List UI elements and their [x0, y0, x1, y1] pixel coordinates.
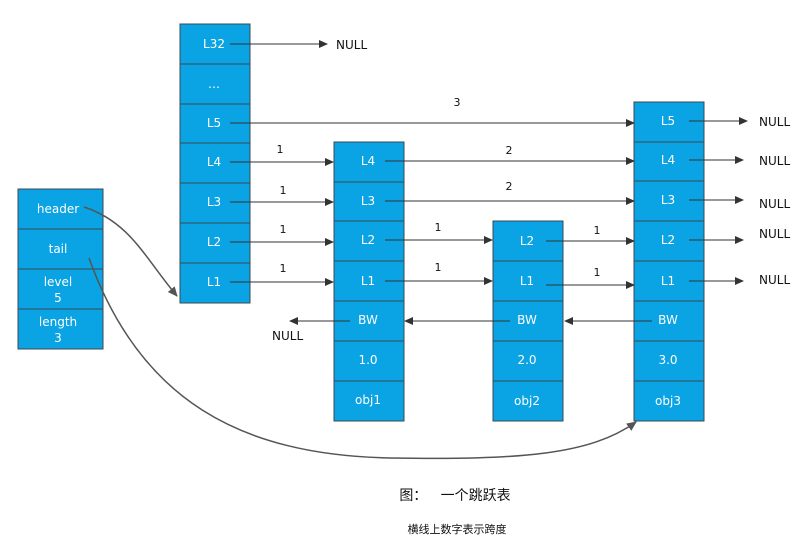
null-label-backward: NULL	[272, 329, 303, 343]
head-level-L1: L1	[207, 275, 221, 289]
null-label-L2: NULL	[759, 227, 790, 241]
n3-level-L4: L4	[661, 153, 675, 167]
span-n2-L2: 1	[594, 224, 601, 237]
head-level-L32: L32	[203, 37, 225, 51]
span-head-L2: 1	[280, 223, 287, 236]
n1-level-L4: L4	[361, 154, 375, 168]
span-head-L4: 1	[277, 143, 284, 156]
header-to-head-curve	[83, 206, 178, 297]
n3-level-L3: L3	[661, 193, 675, 207]
n1-obj: obj1	[355, 393, 381, 407]
tail-to-last-curve	[88, 257, 637, 460]
n3-level-L5: L5	[661, 114, 675, 128]
n3-level-L1: L1	[661, 274, 675, 288]
null-label-L5: NULL	[759, 115, 790, 129]
header-node: header tail level 5 length 3	[17, 188, 104, 350]
head-level-L4: L4	[207, 155, 221, 169]
span-n1-L3: 2	[506, 180, 513, 193]
n1-level-L3: L3	[361, 194, 375, 208]
head-node: L32 … L5 L4 L3 L2 L1	[179, 23, 251, 304]
head-level-L5: L5	[207, 116, 221, 130]
null-label-L32: NULL	[336, 38, 367, 52]
diagram-note: 横线上数字表示跨度	[408, 522, 507, 536]
null-label-L4: NULL	[759, 154, 790, 168]
span-head-L5: 3	[454, 96, 461, 109]
level-field-value: 5	[54, 291, 62, 305]
diagram-title: 图： 一个跳跃表	[399, 488, 510, 504]
n2-obj: obj2	[514, 394, 540, 408]
head-level-L2: L2	[207, 235, 221, 249]
tail-field-label: tail	[49, 242, 68, 256]
span-labels: 3 1 1 1 1 2 2 1 1 1 1	[277, 96, 601, 279]
n1-level-L1: L1	[361, 274, 375, 288]
span-n1-L4: 2	[506, 144, 513, 157]
span-n1-L2: 1	[435, 221, 442, 234]
null-label-L1: NULL	[759, 273, 790, 287]
node-obj2: L2 L1 BW 2.0 obj2	[492, 220, 564, 422]
n3-score: 3.0	[658, 353, 677, 367]
node-obj3: L5 L4 L3 L2 L1 BW 3.0 obj3	[633, 101, 705, 422]
header-field-label: header	[37, 202, 79, 216]
level-field-label: level	[44, 275, 73, 289]
n2-level-L1: L1	[520, 274, 534, 288]
span-n1-L1: 1	[435, 261, 442, 274]
n2-level-L2: L2	[520, 234, 534, 248]
n1-backward: BW	[358, 313, 378, 327]
null-labels: NULL NULL NULL NULL NULL NULL NULL	[272, 38, 790, 343]
n3-obj: obj3	[655, 394, 681, 408]
null-label-L3: NULL	[759, 197, 790, 211]
length-field-value: 3	[54, 331, 62, 345]
length-field-label: length	[39, 315, 77, 329]
n3-level-L2: L2	[661, 233, 675, 247]
node-obj1: L4 L3 L2 L1 BW 1.0 obj1	[333, 141, 405, 422]
n3-backward: BW	[658, 313, 678, 327]
span-head-L3: 1	[280, 184, 287, 197]
head-level-ellipsis: …	[208, 77, 220, 91]
head-level-L3: L3	[207, 195, 221, 209]
n1-score: 1.0	[358, 353, 377, 367]
forward-pointers	[230, 40, 748, 289]
n2-score: 2.0	[517, 353, 536, 367]
n1-level-L2: L2	[361, 233, 375, 247]
span-head-L1: 1	[280, 262, 287, 275]
n2-backward: BW	[517, 313, 537, 327]
span-n2-L1: 1	[594, 266, 601, 279]
